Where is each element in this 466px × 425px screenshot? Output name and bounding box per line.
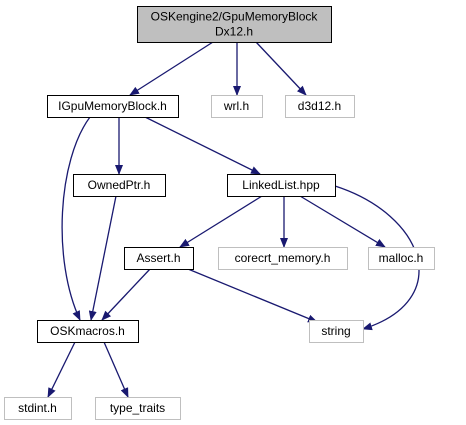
node-box [285, 95, 355, 118]
node-corecrt: corecrt_memory.h [218, 247, 348, 270]
edge-igpu-oskmacros [61, 116, 91, 321]
edge-root-igpu [129, 41, 214, 96]
edge-root-d3d12 [255, 41, 307, 96]
node-igpu[interactable]: IGpuMemoryBlock.h [47, 95, 179, 118]
node-box [309, 320, 364, 343]
node-label: Assert.h [136, 251, 180, 265]
node-linked[interactable]: LinkedList.hpp [227, 174, 336, 197]
node-box [124, 247, 194, 270]
node-box [73, 174, 166, 197]
node-label: wrl.h [223, 99, 249, 113]
node-box [47, 95, 179, 118]
edges-layer [47, 41, 420, 398]
node-label: d3d12.h [298, 99, 341, 113]
node-label: OSKengine2/GpuMemoryBlock [151, 10, 319, 24]
node-wrl: wrl.h [211, 95, 263, 118]
node-label: LinkedList.hpp [242, 178, 320, 192]
edge-owned-oskmacros [88, 195, 117, 321]
node-oskmacros[interactable]: OSKmacros.h [37, 320, 139, 343]
node-label: IGpuMemoryBlock.h [58, 99, 167, 113]
node-typetraits: type_traits [95, 397, 181, 420]
node-box [37, 320, 139, 343]
node-d3d12: d3d12.h [285, 95, 355, 118]
edge-oskmacros-stdint [47, 341, 76, 398]
edge-assert-oskmacros [101, 268, 151, 321]
node-box [368, 247, 435, 270]
node-box [137, 6, 332, 43]
edge-linked-assert [179, 195, 263, 248]
node-label: string [321, 324, 350, 338]
node-box [95, 397, 181, 420]
node-label: OSKmacros.h [50, 324, 125, 338]
node-stdint: stdint.h [4, 397, 72, 420]
nodes-layer: OSKengine2/GpuMemoryBlockDx12.hIGpuMemor… [4, 6, 435, 420]
edge-assert-string [187, 268, 318, 323]
node-label: corecrt_memory.h [235, 251, 331, 265]
node-box [4, 397, 72, 420]
node-label: malloc.h [379, 251, 424, 265]
node-label: stdint.h [18, 401, 57, 415]
node-malloc: malloc.h [368, 247, 435, 270]
node-box [227, 174, 336, 197]
edge-oskmacros-typetraits [103, 341, 129, 398]
node-label: Dx12.h [215, 25, 253, 39]
node-label: OwnedPtr.h [88, 178, 151, 192]
edge-igpu-linked [144, 116, 261, 175]
node-owned[interactable]: OwnedPtr.h [73, 174, 166, 197]
node-assert[interactable]: Assert.h [124, 247, 194, 270]
edge-linked-malloc [299, 195, 386, 248]
node-box [211, 95, 263, 118]
node-label: type_traits [110, 401, 165, 415]
node-string: string [309, 320, 364, 343]
node-box [218, 247, 348, 270]
